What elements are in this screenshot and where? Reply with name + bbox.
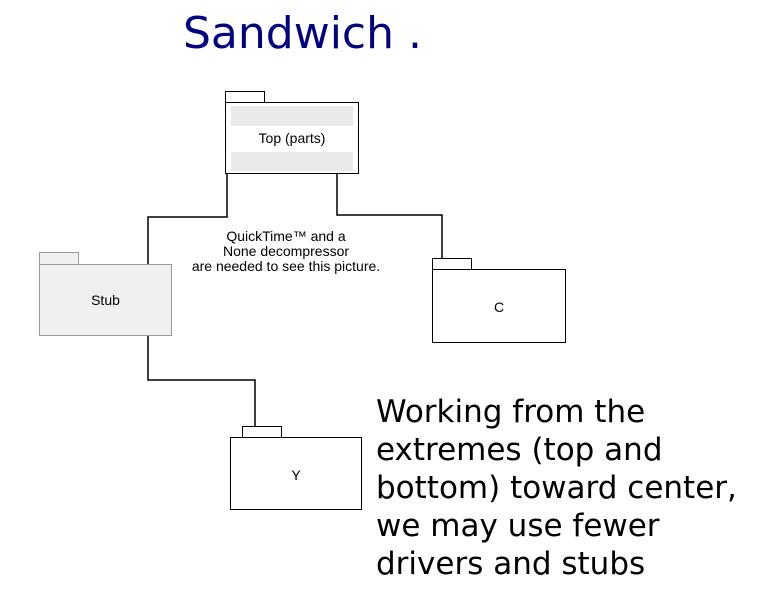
package-stub-body	[39, 264, 172, 336]
package-c-body	[432, 269, 566, 343]
missing-picture-line-3: are needed to see this picture.	[191, 258, 381, 274]
connector-top-to-c	[336, 174, 443, 259]
package-y-label: Y	[291, 467, 301, 483]
slide-title: Sandwich .	[183, 8, 422, 59]
explanation-line-5: drivers and stubs	[376, 546, 646, 582]
package-top-band-lower	[231, 152, 353, 171]
package-top-label: Top (parts)	[258, 130, 326, 146]
missing-picture-notice: QuickTime™ and a None decompressor are n…	[175, 229, 397, 274]
connector-top-to-stub	[147, 174, 228, 265]
explanation-line-4: we may use fewer	[376, 508, 660, 544]
missing-picture-line-2: None decompressor	[222, 243, 350, 259]
explanation-line-2: extremes (top and	[376, 432, 663, 468]
package-top-band-upper	[231, 106, 353, 126]
explanation-line-3: bottom) toward center,	[376, 470, 737, 506]
package-c-label: C	[493, 299, 505, 315]
package-y-body	[230, 437, 362, 510]
explanation-text: Working from the extremes (top and botto…	[376, 393, 768, 583]
package-stub-label: Stub	[91, 292, 120, 308]
explanation-line-1: Working from the	[376, 394, 646, 430]
connector-stub-to-y	[147, 335, 256, 427]
missing-picture-line-1: QuickTime™ and a	[226, 228, 346, 244]
package-top-body	[225, 102, 359, 174]
